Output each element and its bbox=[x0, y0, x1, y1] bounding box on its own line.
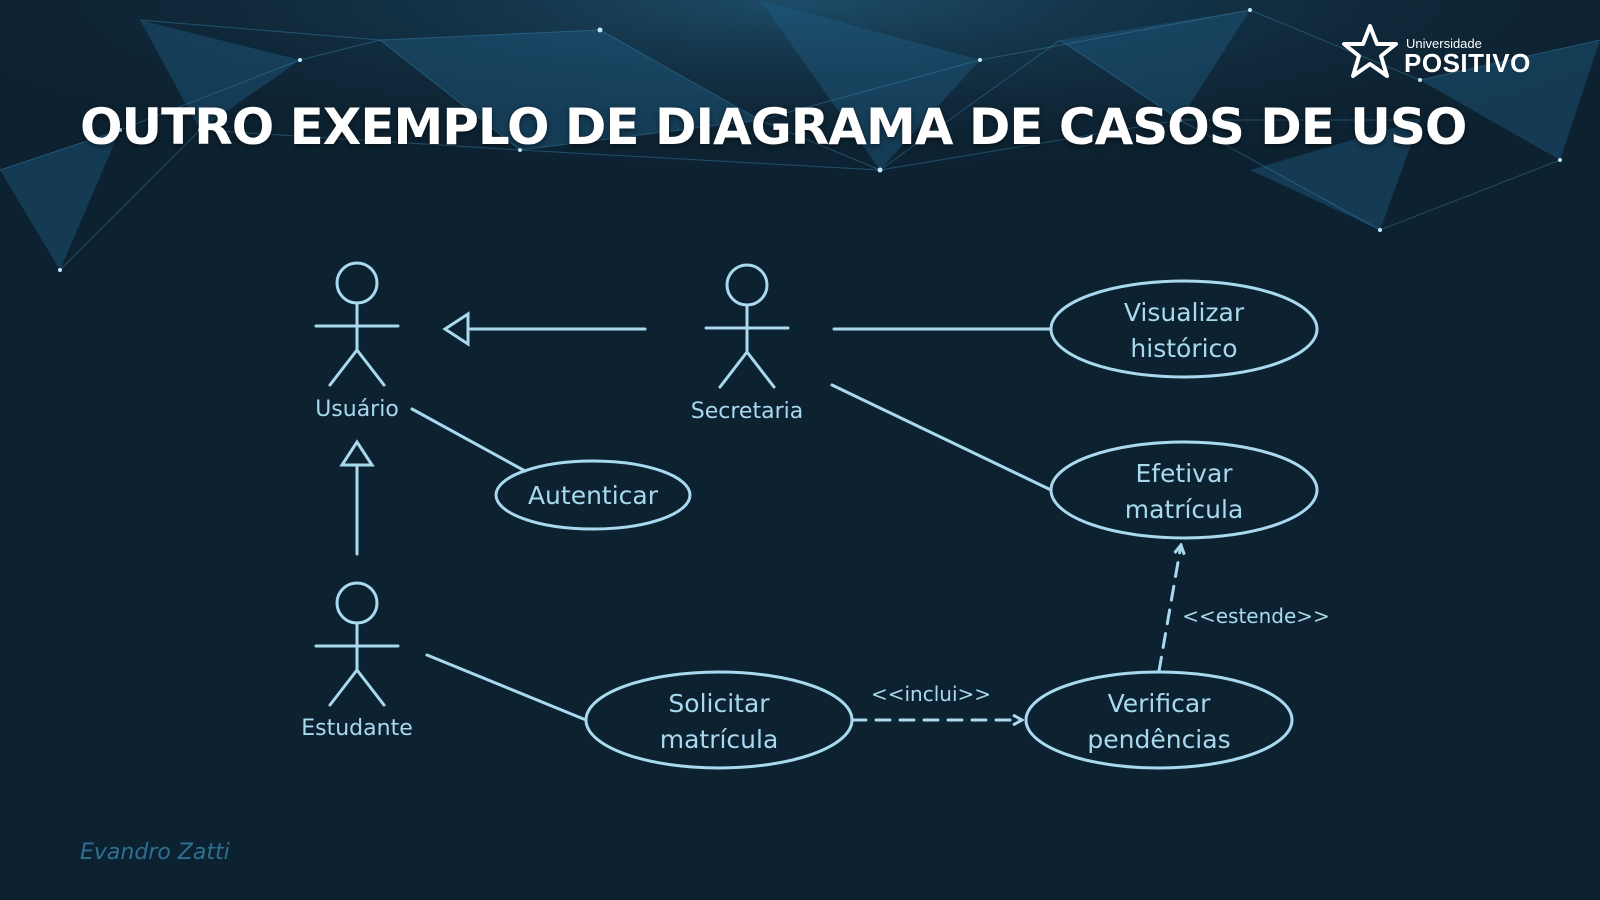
star-icon bbox=[1342, 24, 1398, 78]
generalization-secretaria-arrow bbox=[442, 311, 470, 347]
usecase-efetivar-label-line1: Efetivar bbox=[1135, 459, 1233, 488]
assoc-secretaria-efetivar bbox=[830, 383, 1053, 492]
usecase-efetivar-label-line2: matrícula bbox=[1125, 495, 1244, 524]
extend-stereotype-label: <<estende>> bbox=[1182, 604, 1330, 628]
actor-secretaria-label: Secretaria bbox=[691, 399, 803, 424]
usecase-visualizar-label-line1: Visualizar bbox=[1124, 298, 1245, 327]
assoc-usuario-autenticar bbox=[410, 407, 527, 473]
university-logo: Universidade POSITIVO bbox=[1340, 22, 1540, 84]
logo-big-text: POSITIVO bbox=[1404, 48, 1531, 78]
usecase-visualizar-historico bbox=[1049, 279, 1319, 379]
usecase-verificar-label-line1: Verificar bbox=[1108, 689, 1212, 718]
actor-estudante-label: Estudante bbox=[301, 716, 412, 741]
actor-estudante-icon bbox=[314, 581, 400, 707]
usecase-autenticar bbox=[494, 459, 692, 531]
usecase-solicitar-label-line1: Solicitar bbox=[668, 689, 770, 718]
usecase-autenticar-label: Autenticar bbox=[528, 481, 659, 510]
actor-usuario-icon bbox=[314, 261, 400, 387]
actor-secretaria-icon bbox=[704, 263, 790, 389]
usecase-visualizar-label-line2: histórico bbox=[1130, 334, 1237, 363]
extend-arrow bbox=[1157, 545, 1181, 673]
usecase-verificar-label-line2: pendências bbox=[1087, 725, 1230, 754]
generalization-estudante-arrow bbox=[339, 439, 375, 467]
include-stereotype-label: <<inclui>> bbox=[871, 682, 991, 706]
logo-small-text: Universidade bbox=[1406, 36, 1482, 51]
page-title: OUTRO EXEMPLO DE DIAGRAMA DE CASOS DE US… bbox=[80, 98, 1467, 156]
usecase-solicitar-label-line2: matrícula bbox=[660, 725, 779, 754]
actor-usuario-label: Usuário bbox=[315, 397, 399, 422]
author-footer: Evandro Zatti bbox=[80, 840, 230, 865]
assoc-estudante-solicitar bbox=[425, 653, 588, 722]
usecase-efetivar-matricula bbox=[1049, 440, 1319, 540]
